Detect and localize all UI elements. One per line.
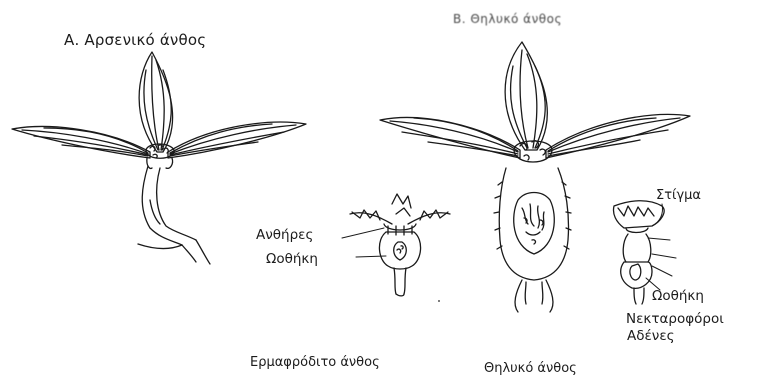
hermaphrodite-flower-drawing <box>350 194 450 296</box>
female-caption: Θηλυκό άνθος <box>484 362 577 375</box>
stray-mark <box>438 300 440 302</box>
hermaphrodite-caption: Ερμαφρόδιτο άνθος <box>250 356 380 369</box>
male-flower-title: Α. Αρσενικό άνθος <box>64 33 206 48</box>
nectar-glands-label-line2: Αδένες <box>627 330 675 344</box>
stigma-label: Στίγμα <box>656 189 701 202</box>
female-flower-title: Β. Θηλυκό άνθος <box>453 13 562 25</box>
anthers-label: Ανθήρες <box>256 229 313 243</box>
ovary-label-female: Ωοθήκη <box>652 290 704 304</box>
nectar-glands-label-line1: Νεκταροφόροι <box>626 313 724 327</box>
female-flower-drawing <box>380 42 690 312</box>
ovary-label-hermaphrodite: Ωοθήκη <box>266 253 318 267</box>
